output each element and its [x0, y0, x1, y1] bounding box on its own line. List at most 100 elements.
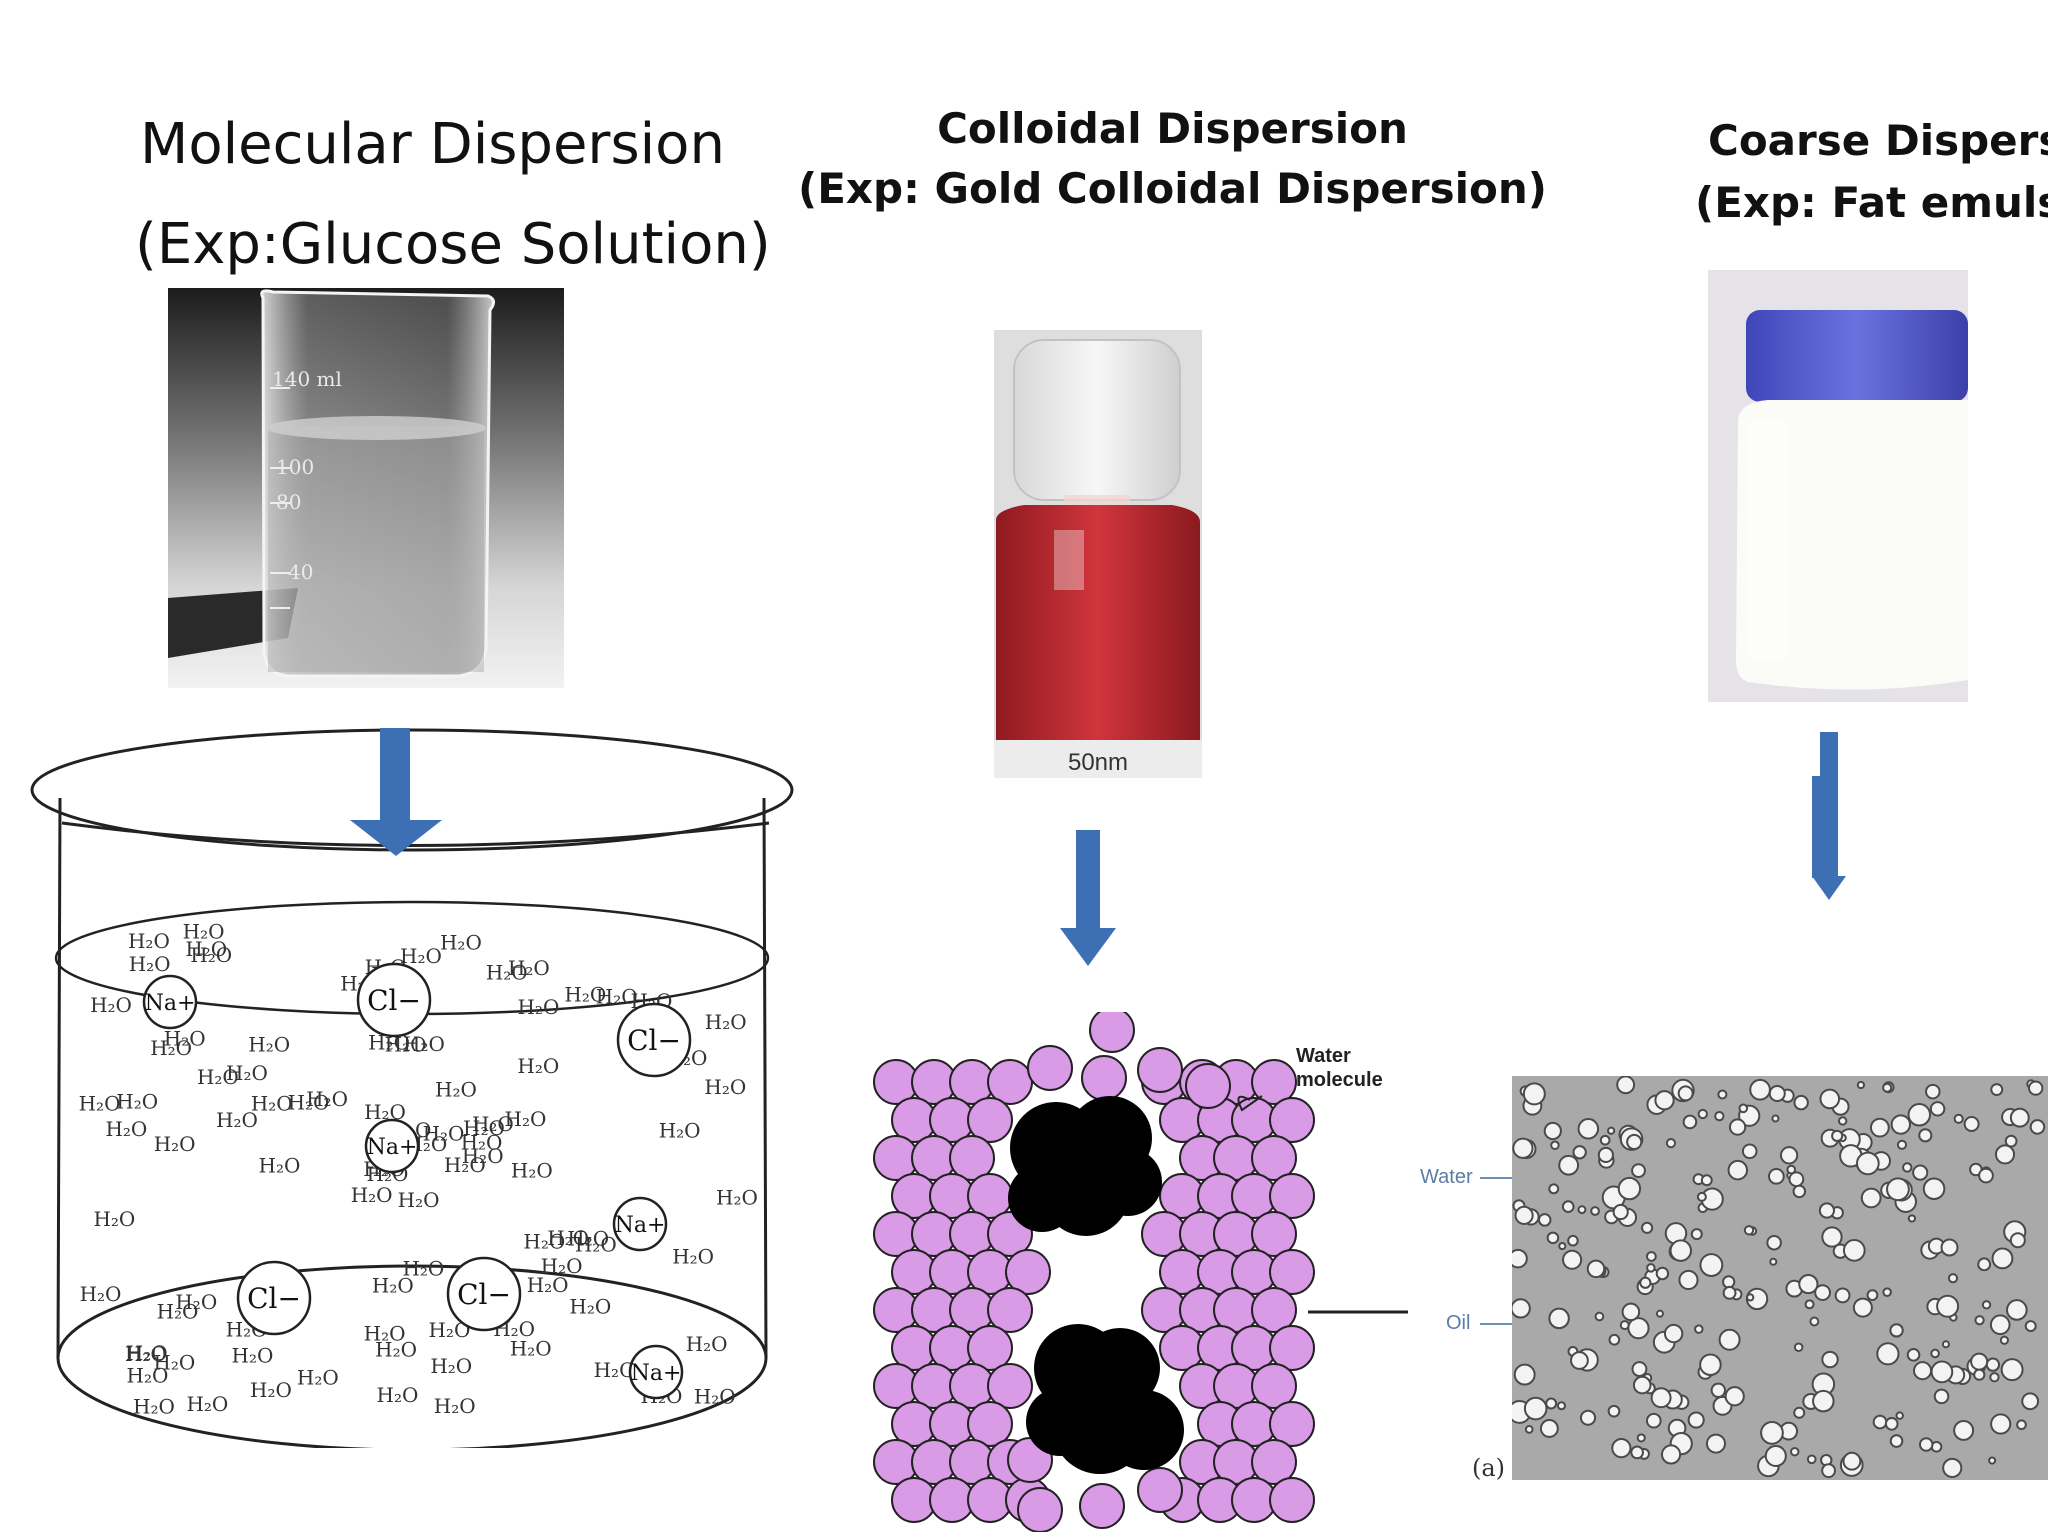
- oil-droplet: [1645, 1412, 1662, 1429]
- water-molecule-glyph: H₂O: [377, 1383, 419, 1407]
- oil-droplet: [1546, 1231, 1560, 1245]
- oil-droplet: [1989, 1314, 2011, 1336]
- oil-droplet: [1687, 1411, 1705, 1429]
- water-molecule-glyph: H₂O: [375, 1338, 417, 1362]
- oil-droplet: [1872, 1414, 1888, 1430]
- water-molecule-glyph: H₂O: [226, 1061, 268, 1085]
- svg-text:Cl−: Cl−: [367, 984, 421, 1017]
- oil-droplet: [1866, 1289, 1879, 1301]
- oil-droplet: [1988, 1456, 1997, 1465]
- water-molecule-glyph: H₂O: [153, 1351, 195, 1375]
- water-molecule-circle: [1269, 1249, 1315, 1295]
- oil-droplet: [1819, 1088, 1841, 1110]
- oil-droplet: [1665, 1138, 1677, 1149]
- water-molecule-circle: [987, 1059, 1033, 1105]
- tick-label-100: 100: [276, 455, 314, 479]
- oil-droplet: [1918, 1437, 1934, 1452]
- oil-droplet: [1963, 1116, 1980, 1132]
- ion-na-4: [628, 1344, 684, 1400]
- oil-droplet: [1906, 1348, 1921, 1362]
- glucose-beaker-photo: 140 ml 100 80 40: [168, 288, 564, 688]
- water-molecule-circle: [1081, 1055, 1127, 1101]
- water-molecule-glyph: H₂O: [510, 1336, 552, 1360]
- oil-droplet: [1639, 1276, 1652, 1289]
- water-molecule-glyph: H₂O: [125, 1342, 167, 1366]
- water-molecule-circle: [967, 1097, 1013, 1143]
- oil-droplet: [1512, 1137, 1534, 1159]
- water-molecule-circle: [1185, 1063, 1231, 1109]
- oil-droplet: [1936, 1294, 1960, 1318]
- tick-label-40: 40: [288, 560, 313, 584]
- micrograph-labels: Water Oil: [1410, 1160, 1520, 1360]
- water-molecule-glyph: H₂O: [672, 1244, 714, 1268]
- oil-droplet: [1804, 1299, 1815, 1310]
- water-molecule-glyph: H₂O: [541, 1254, 583, 1278]
- water-molecule-circle: [1251, 1439, 1297, 1485]
- oil-droplet: [1718, 1328, 1741, 1351]
- water-molecule-glyph: H₂O: [508, 956, 550, 980]
- svg-text:Na+: Na+: [631, 1361, 682, 1386]
- oil-droplet: [1645, 1251, 1657, 1262]
- oil-droplet: [1860, 1187, 1882, 1209]
- colloid-down-arrow: [1060, 830, 1116, 966]
- water-molecule-glyph: H₂O: [440, 931, 482, 955]
- svg-text:Cl−: Cl−: [627, 1024, 681, 1057]
- oil-droplet: [1886, 1177, 1910, 1202]
- oil-droplet: [1793, 1094, 1809, 1111]
- oil-droplet: [2021, 1392, 2040, 1411]
- water-molecule-glyph: H₂O: [716, 1185, 758, 1209]
- coarse-subtitle: (Exp: Fat emulsio: [1695, 178, 2048, 227]
- gold-particle-bottom: [1026, 1324, 1184, 1474]
- water-molecule-glyph: H₂O: [402, 1256, 444, 1280]
- water-molecule-glyph: H₂O: [126, 1341, 168, 1365]
- oil-droplet: [1882, 1287, 1892, 1297]
- oil-droplet: [1929, 1101, 1946, 1117]
- svg-text:Na+: Na+: [367, 1135, 418, 1160]
- oil-droplet: [1869, 1117, 1890, 1138]
- water-molecule-circle: [1251, 1287, 1297, 1333]
- oil-droplet: [1889, 1434, 1904, 1448]
- oil-droplet: [2009, 1232, 2026, 1249]
- water-molecule-glyph: H₂O: [434, 1394, 476, 1418]
- oil-droplet: [1989, 1372, 2000, 1383]
- water-molecule-glyph: H₂O: [511, 1158, 553, 1182]
- water-molecule-circle: [987, 1287, 1033, 1333]
- oil-droplet: [1579, 1409, 1597, 1426]
- oil-droplet: [1632, 1375, 1652, 1395]
- oil-droplet: [1790, 1446, 1800, 1457]
- oil-droplet: [1631, 1163, 1646, 1179]
- water-molecule-circle: [987, 1363, 1033, 1409]
- water-molecule-glyph: H₂O: [594, 1358, 636, 1382]
- ion-cl-1: [356, 962, 432, 1038]
- oil-droplet: [1558, 1241, 1567, 1251]
- oil-droplet: [1612, 1203, 1629, 1221]
- oil-droplet: [1523, 1396, 1548, 1421]
- water-molecule-circle: [1251, 1059, 1297, 1105]
- oil-droplet: [1999, 1335, 2009, 1345]
- svg-text:Na+: Na+: [145, 991, 196, 1016]
- oil-droplet: [1902, 1162, 1913, 1173]
- oil-droplet: [1812, 1389, 1835, 1413]
- oil-droplet: [1577, 1118, 1600, 1140]
- oil-droplet: [1884, 1417, 1899, 1431]
- oil-droplet: [1636, 1433, 1646, 1443]
- ion-dispersion-diagram: H₂OH₂OH₂OH₂OH₂OH₂OH₂OH₂OH₂OH₂OH₂OH₂OH₂OH…: [30, 728, 794, 1448]
- oil-droplet: [1974, 1315, 1985, 1326]
- oil-droplet: [1953, 1419, 1975, 1441]
- water-molecule-glyph: H₂O: [79, 1092, 121, 1116]
- molecular-title: Molecular Dispersion: [140, 112, 725, 177]
- water-molecule-glyph: H₂O: [175, 1290, 217, 1314]
- water-molecule-glyph: H₂O: [398, 1188, 440, 1212]
- oil-droplet: [1940, 1238, 1959, 1257]
- oil-droplet: [1913, 1361, 1933, 1381]
- oil-droplet: [1771, 1114, 1780, 1123]
- panel-label: (a): [1472, 1454, 1506, 1482]
- water-molecule-glyph: H₂O: [306, 1087, 348, 1111]
- oil-droplet: [1741, 1143, 1758, 1160]
- water-molecule-glyph: H₂O: [659, 1119, 701, 1143]
- oil-droplet: [1953, 1113, 1964, 1124]
- tick-label-140: 140 ml: [272, 367, 342, 391]
- oil-droplet: [1821, 1463, 1836, 1479]
- oil-droplet: [1572, 1145, 1587, 1160]
- oil-droplet: [2000, 1358, 2024, 1382]
